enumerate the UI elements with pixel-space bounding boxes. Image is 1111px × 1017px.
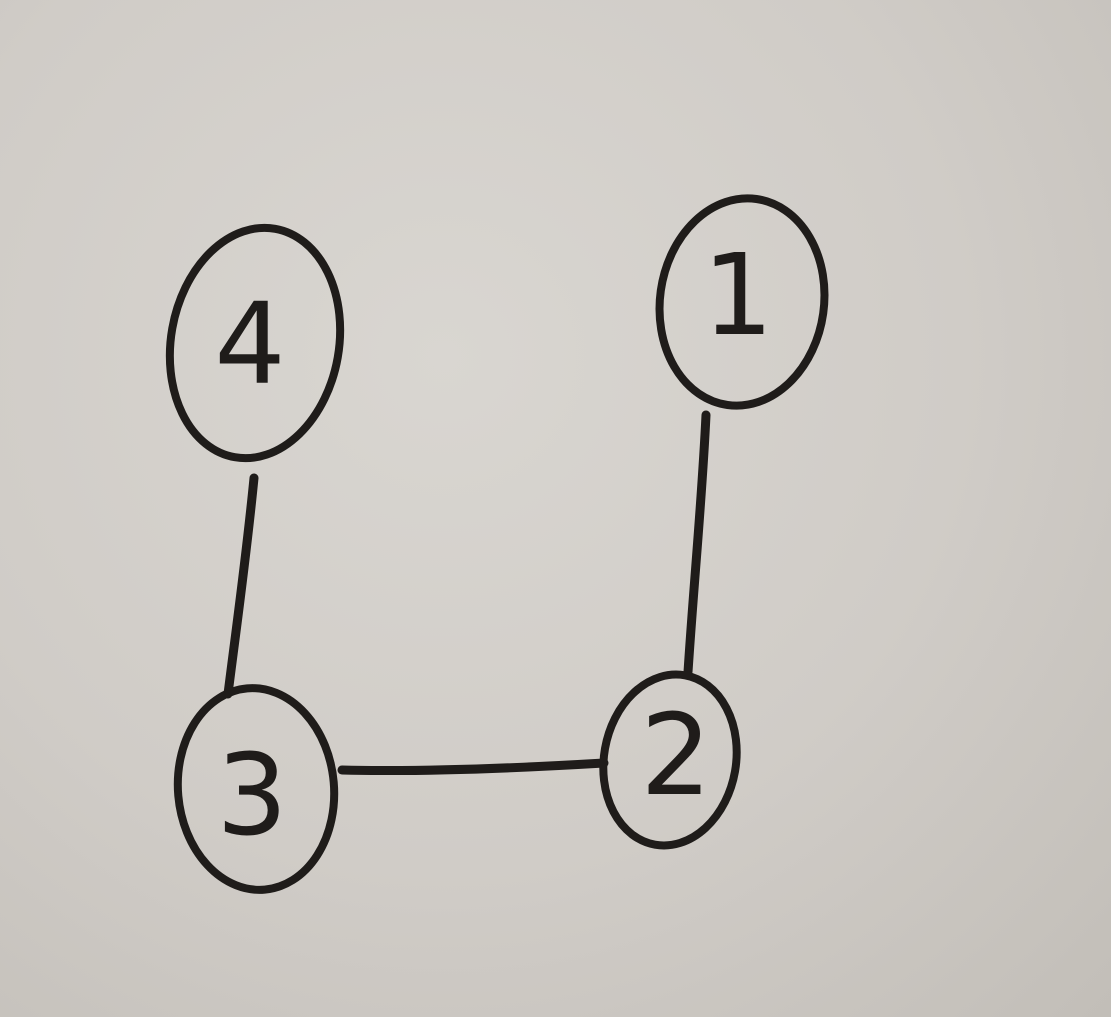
node-4-circle (165, 223, 345, 463)
node-1-circle (655, 194, 829, 410)
node-1: 1 (655, 194, 829, 410)
edge-3-4 (223, 473, 259, 699)
node-3: 3 (173, 684, 339, 894)
node-1-label: 1 (702, 231, 773, 361)
node-2-label: 2 (640, 691, 711, 821)
node-4: 4 (165, 223, 345, 463)
node-2: 2 (599, 670, 741, 850)
node-3-label: 3 (216, 731, 287, 861)
node-2-circle (599, 670, 741, 850)
node-3-circle (173, 684, 339, 894)
edge-1-2 (683, 410, 711, 677)
node-4-label: 4 (214, 280, 285, 410)
edge-2-3 (337, 758, 609, 776)
